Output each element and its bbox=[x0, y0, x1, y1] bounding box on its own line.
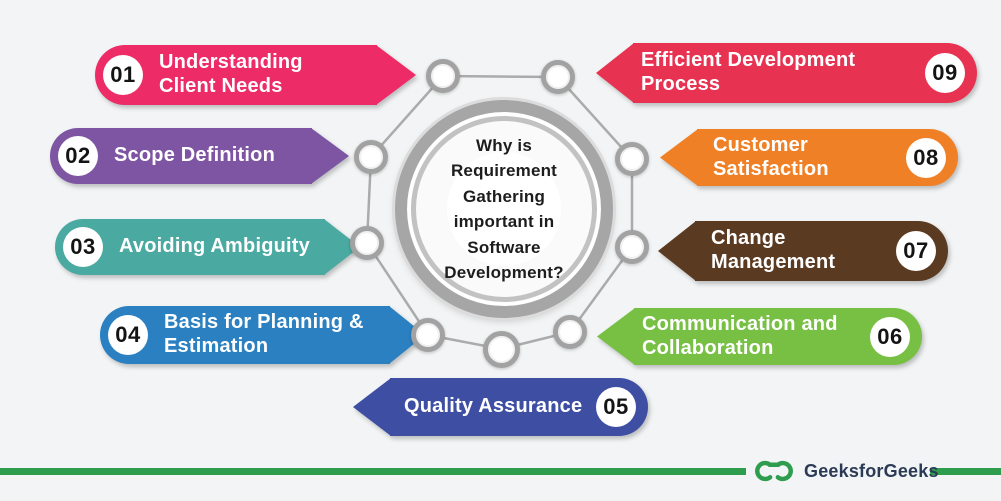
connector-node bbox=[541, 60, 575, 94]
central-question: Why is Requirement Gathering important i… bbox=[444, 135, 564, 283]
item-number-05: 05 bbox=[596, 387, 636, 427]
geeksforgeeks-logo: GeeksforGeeks bbox=[750, 455, 939, 487]
item-number-03: 03 bbox=[63, 227, 103, 267]
item-banner-01: 01 Understanding Client Needs bbox=[95, 45, 416, 105]
item-number-08: 08 bbox=[906, 137, 946, 178]
footer-divider-line-right bbox=[930, 468, 1001, 475]
item-label-02: Scope Definition bbox=[114, 144, 275, 167]
connector-node bbox=[354, 140, 388, 174]
item-banner-02: 02 Scope Definition bbox=[50, 128, 349, 184]
item-label-04: Basis for Planning & Estimation bbox=[164, 311, 364, 357]
item-banner-04: 04 Basis for Planning & Estimation bbox=[100, 306, 425, 364]
item-banner-09: Efficient Development Process 09 bbox=[596, 43, 977, 103]
item-label-05: Quality Assurance bbox=[404, 395, 583, 418]
item-label-08: Customer Satisfaction bbox=[713, 133, 829, 180]
item-label-07: Change Management bbox=[711, 227, 836, 273]
item-label-09: Efficient Development Process bbox=[641, 49, 856, 95]
connector-node bbox=[615, 230, 649, 264]
item-banner-05: Quality Assurance 05 bbox=[353, 378, 648, 436]
connector-node bbox=[411, 318, 445, 352]
item-label-01: Understanding Client Needs bbox=[159, 51, 303, 97]
item-label-03: Avoiding Ambiguity bbox=[119, 235, 310, 258]
item-number-04: 04 bbox=[108, 315, 148, 355]
connector-node bbox=[615, 142, 649, 176]
item-number-01: 01 bbox=[103, 55, 143, 95]
connector-node bbox=[553, 315, 587, 349]
item-banner-06: Communication and Collaboration 06 bbox=[597, 308, 922, 365]
item-number-06: 06 bbox=[870, 316, 910, 357]
geeksforgeeks-icon bbox=[755, 460, 793, 482]
item-number-02: 02 bbox=[58, 136, 98, 176]
item-label-06: Communication and Collaboration bbox=[642, 312, 838, 359]
central-hub: Why is Requirement Gathering important i… bbox=[395, 100, 613, 318]
item-number-07: 07 bbox=[896, 231, 936, 271]
item-banner-07: Change Management 07 bbox=[658, 221, 948, 281]
connector-node bbox=[350, 226, 384, 260]
footer-divider-line-left bbox=[0, 468, 746, 475]
connector-node bbox=[426, 59, 460, 93]
brand-name: GeeksforGeeks bbox=[804, 460, 939, 481]
item-banner-03: 03 Avoiding Ambiguity bbox=[55, 219, 360, 275]
item-banner-08: Customer Satisfaction 08 bbox=[660, 129, 958, 186]
connector-node bbox=[483, 331, 520, 368]
item-number-09: 09 bbox=[925, 53, 965, 93]
